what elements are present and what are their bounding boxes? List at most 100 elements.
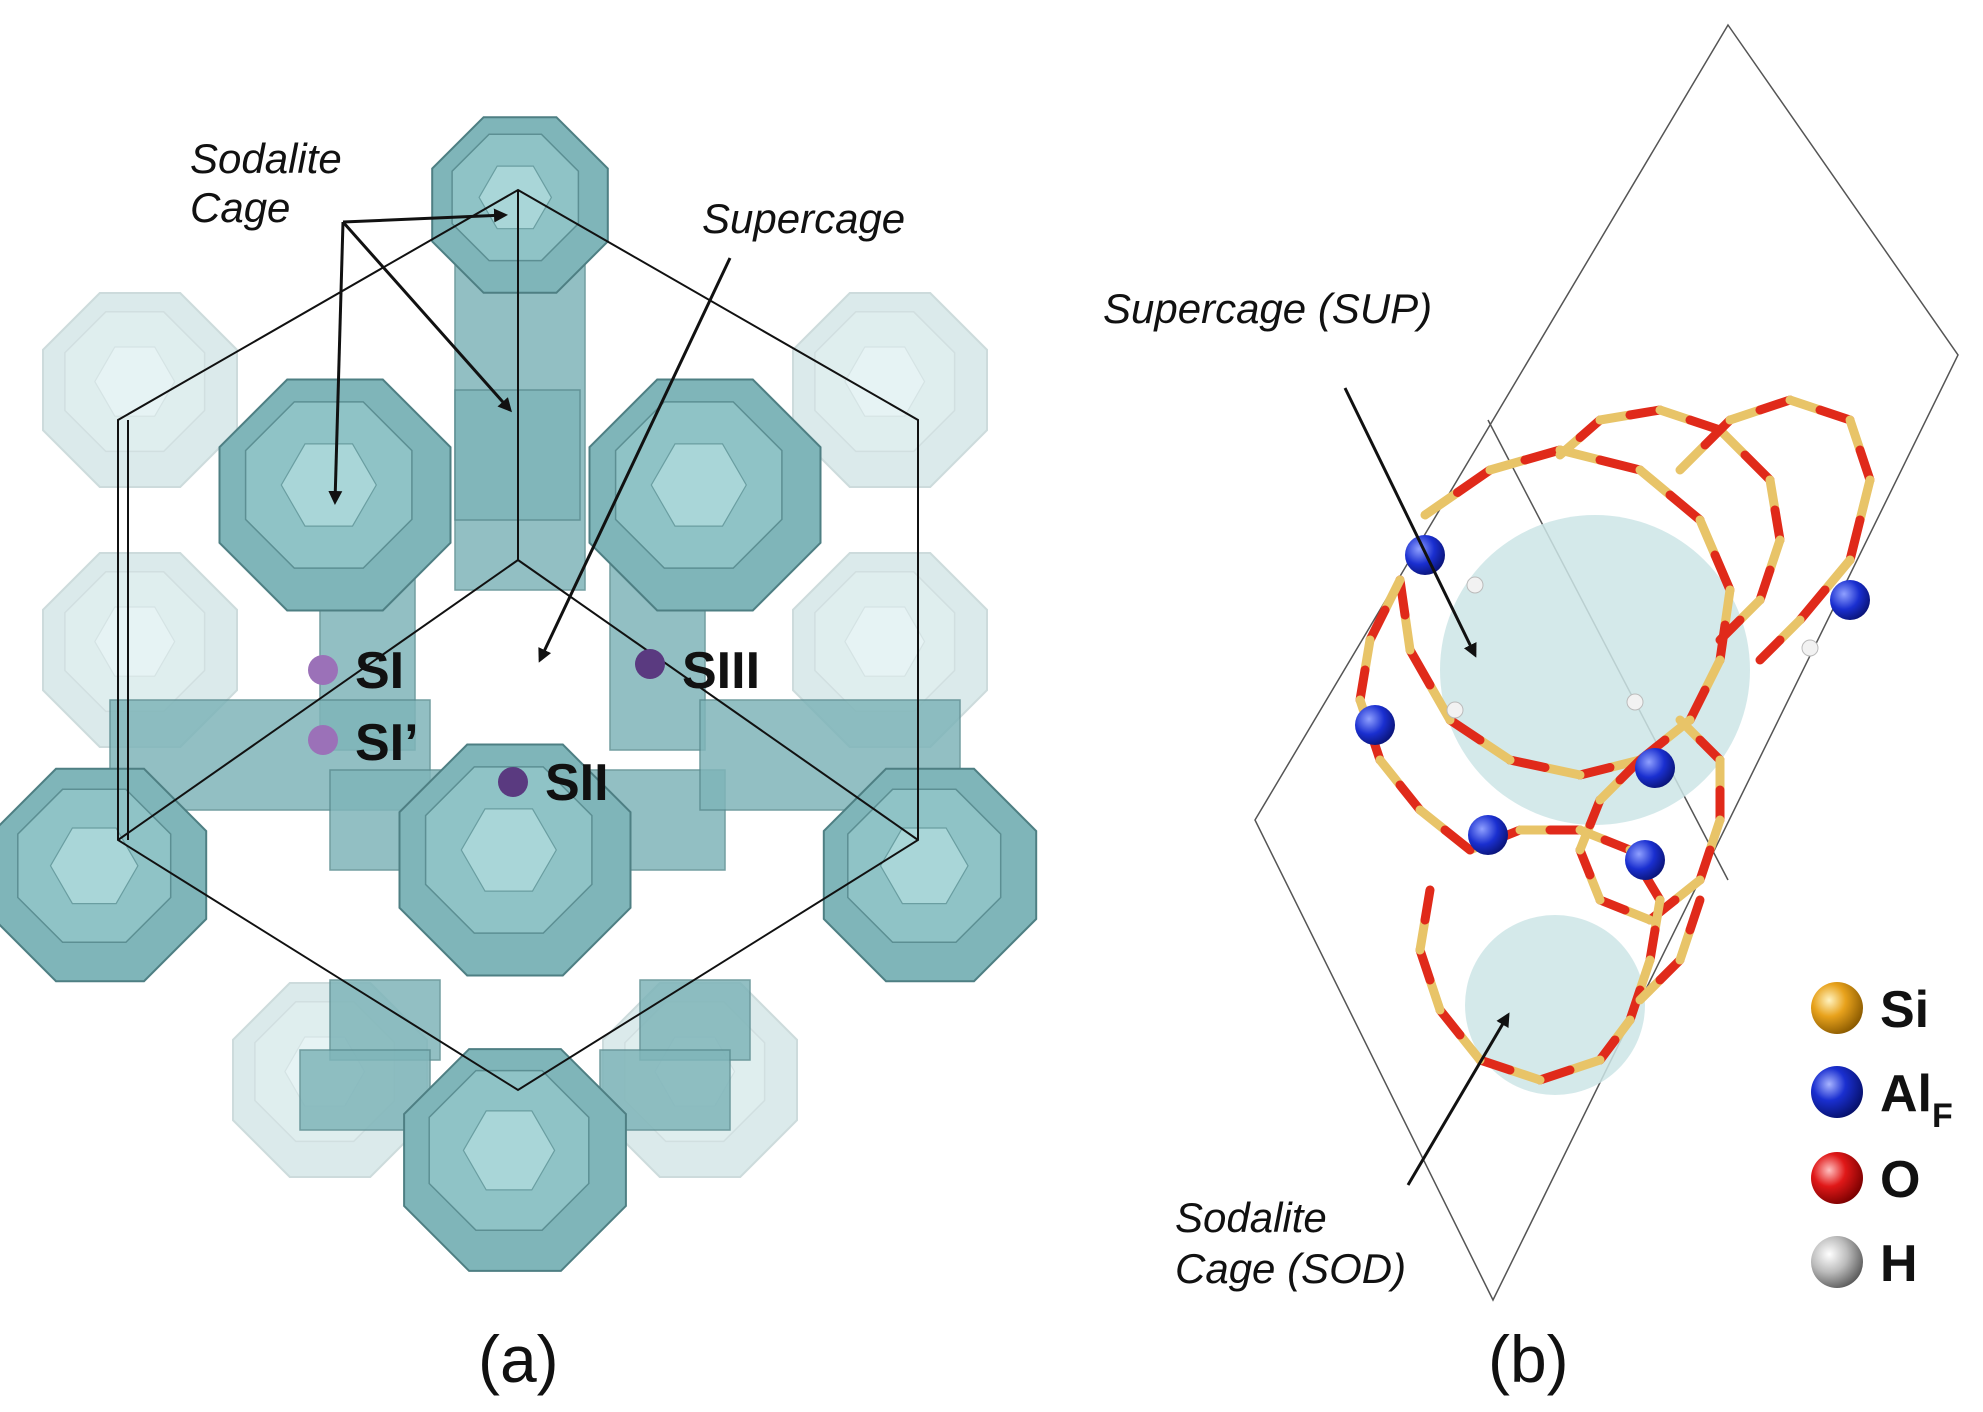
- arrow-sodalite-top: [342, 208, 508, 224]
- bond-o-3: [1520, 445, 1565, 465]
- bond-si-38: [1735, 595, 1765, 625]
- legend-si-swatch: [1811, 982, 1863, 1034]
- h-atom-9: [1626, 693, 1644, 711]
- cage-bottom-left-inner: [49, 827, 139, 905]
- cage-bottom-right: [822, 767, 1038, 983]
- bond-si-34: [1765, 475, 1780, 515]
- unit-cell-wireframe: [117, 188, 919, 1092]
- arrow-supercage: [538, 257, 732, 663]
- cage-connector-10: [639, 979, 751, 1061]
- faded-cage-0-outer: [42, 292, 238, 488]
- bond-si-94: [1380, 575, 1405, 615]
- panel-a-cage-diagram: Sodalite Cage Supercage SI SI’ SII SIII …: [0, 116, 1038, 1396]
- bond-o-19: [1505, 755, 1550, 772]
- bond-o-49: [1845, 515, 1865, 565]
- faded-cage-0-face: [64, 311, 206, 453]
- panel-b-label: (b): [1488, 1322, 1569, 1396]
- bond-si-32: [1715, 425, 1750, 460]
- supercage-label: Supercage: [702, 195, 905, 242]
- al-atom-5: [1625, 840, 1665, 880]
- bond-o-79: [1645, 925, 1660, 965]
- bond-o-89: [1435, 1005, 1465, 1040]
- bond-si-46: [1845, 415, 1865, 455]
- faded-cage-3: [792, 552, 988, 748]
- faded-cage-1-face: [814, 311, 956, 453]
- sodalite-cages: [0, 116, 1038, 1272]
- element-legend: Si AlF O H: [1811, 981, 1953, 1293]
- bond-o-13: [1685, 685, 1710, 725]
- bond-si-42: [1725, 405, 1765, 425]
- bond-o-1: [1453, 465, 1495, 497]
- arrow-supercage-b: [1343, 387, 1477, 658]
- sodalite-label-line1: Sodalite: [190, 135, 342, 182]
- bond-o-91: [1415, 945, 1435, 985]
- al-atom-3: [1635, 748, 1675, 788]
- bond-si-78: [1650, 895, 1665, 935]
- bond-si-8: [1695, 515, 1720, 560]
- bond-si-84: [1565, 1055, 1605, 1075]
- bond-o-39: [1715, 615, 1745, 645]
- bond-si-30: [1655, 405, 1695, 425]
- bond-si-28: [1595, 410, 1635, 425]
- supercage-sphere: [1440, 515, 1750, 825]
- arrow-sodalite-left: [328, 221, 345, 505]
- legend-h-label: H: [1880, 1235, 1918, 1293]
- site-si-prime-label: SI’: [355, 714, 419, 772]
- bond-o-103: [1440, 825, 1475, 855]
- supercage-sup-label: Supercage (SUP): [1103, 285, 1432, 332]
- site-si-marker: [308, 655, 338, 685]
- bond-si-20: [1475, 735, 1515, 765]
- bond-o-17: [1575, 763, 1615, 780]
- bond-o-45: [1815, 405, 1855, 425]
- bond-si-18: [1540, 763, 1585, 780]
- cage-top: [431, 116, 609, 294]
- site-sii-label: SII: [545, 754, 609, 812]
- bond-si-58: [1705, 815, 1725, 855]
- bond-o-5: [1595, 455, 1645, 475]
- bond-o-29: [1625, 405, 1665, 420]
- annotation-arrows: [328, 208, 732, 663]
- arrow-sodalite-b: [1406, 1012, 1510, 1186]
- bond-o-81: [1625, 985, 1645, 1025]
- al-atom-1: [1830, 580, 1870, 620]
- cage-bottom-right-inner: [879, 827, 969, 905]
- bond-si-24: [1400, 610, 1415, 655]
- bond-si-106: [1675, 925, 1695, 965]
- bond-o-97: [1355, 665, 1370, 705]
- faded-cage-3-inner: [844, 606, 926, 677]
- cage-lowest: [403, 1048, 627, 1272]
- bond-o-7: [1665, 490, 1705, 525]
- site-si-prime-marker: [308, 725, 338, 755]
- bond-o-35: [1770, 505, 1785, 545]
- faded-cage-0: [42, 292, 238, 488]
- h-atom-8: [1446, 701, 1464, 719]
- bond-si-22: [1425, 680, 1455, 725]
- bond-si-68: [1595, 775, 1625, 805]
- bond-o-85: [1535, 1065, 1575, 1085]
- faded-cage-1-outer: [792, 292, 988, 488]
- bond-o-105: [1655, 955, 1685, 985]
- h-atom-6: [1466, 576, 1484, 594]
- cage-bottom-center: [398, 743, 632, 977]
- bond-si-44: [1785, 395, 1825, 415]
- bond-si-6: [1635, 465, 1675, 500]
- panel-a-label: (a): [478, 1322, 559, 1396]
- bond-si-92: [1415, 915, 1430, 955]
- legend-si-label: Si: [1880, 981, 1929, 1039]
- legend-o-swatch: [1811, 1152, 1863, 1204]
- bond-si-52: [1775, 615, 1805, 645]
- bond-o-43: [1755, 395, 1795, 415]
- bond-si-88: [1455, 1030, 1485, 1065]
- bond-si-12: [1700, 655, 1725, 695]
- bond-si-60: [1670, 875, 1705, 905]
- bond-o-41: [1700, 415, 1735, 450]
- legend-al-subscript: F: [1932, 1097, 1953, 1135]
- bond-si-48: [1855, 475, 1875, 525]
- legend-h-swatch: [1811, 1236, 1863, 1288]
- faded-cage-2: [42, 552, 238, 748]
- bond-o-51: [1795, 585, 1830, 625]
- legend-al-swatch: [1811, 1066, 1863, 1118]
- legend-al-label: AlF: [1880, 1065, 1953, 1135]
- annotation-arrows-b: [1343, 387, 1510, 1186]
